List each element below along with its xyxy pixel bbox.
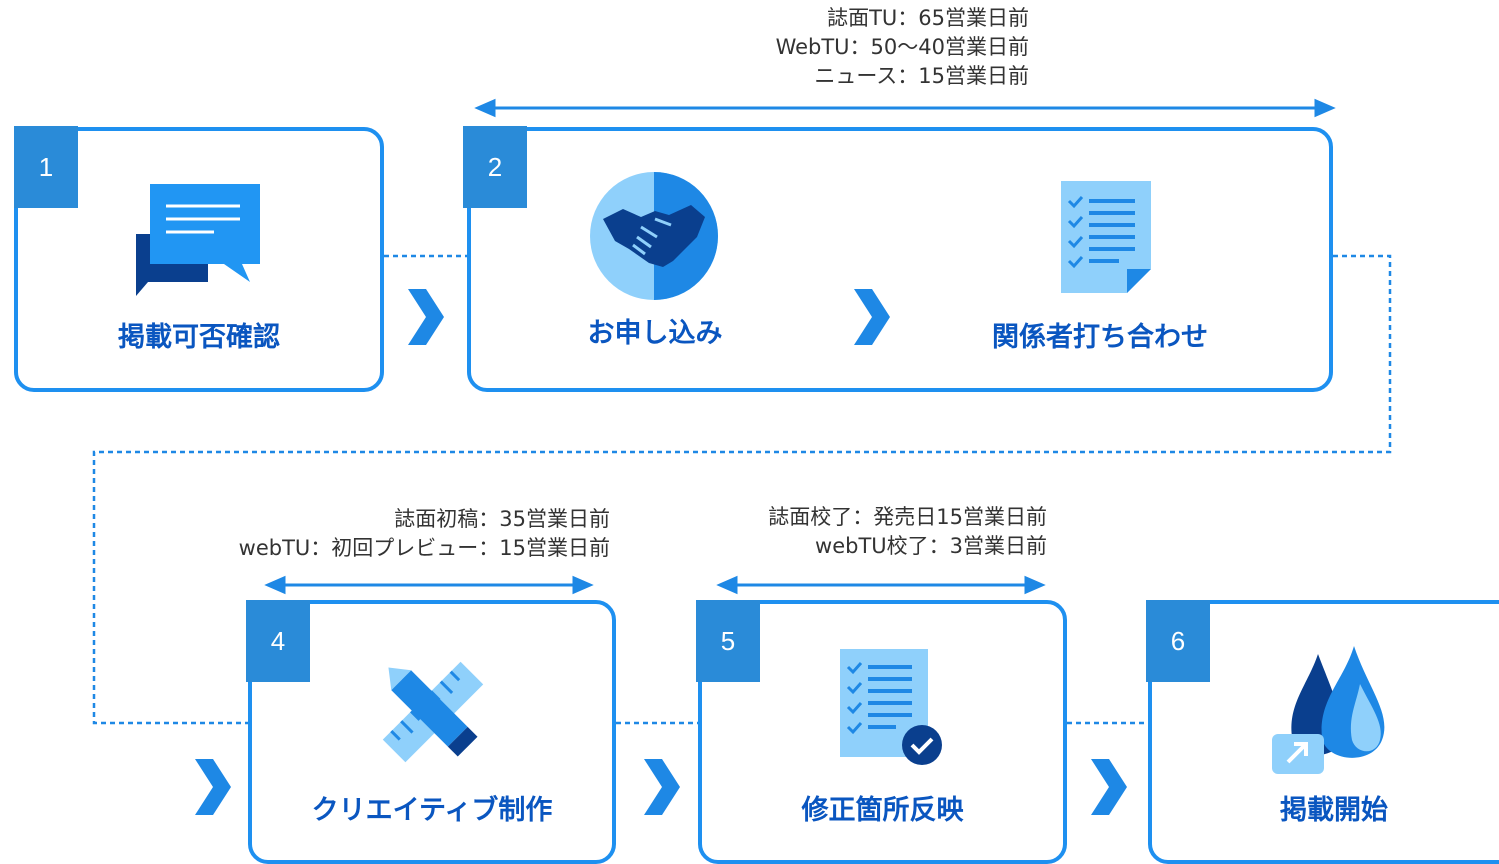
step2-number-badge: 2 xyxy=(463,126,527,208)
step5-timing-note: 誌面校了：発売日15営業日前 webTU校了：3営業日前 xyxy=(768,505,1047,558)
step4-timing-note: 誌面初稿：35営業日前 webTU：初回プレビュー：15営業日前 xyxy=(238,507,610,560)
step2-timing-note: 誌面TU：65営業日前 WebTU：50〜40営業日前 ニュース：15営業日前 xyxy=(775,6,1029,88)
chevron-right-icon xyxy=(1091,759,1127,815)
checklist-document-icon xyxy=(1061,181,1151,293)
step4-number-badge: 4 xyxy=(246,600,310,682)
handshake-icon xyxy=(590,172,718,300)
step2-label-apply: お申し込み xyxy=(587,318,723,349)
chevron-right-icon xyxy=(408,289,444,345)
step4-label: クリエイティブ制作 xyxy=(311,795,553,826)
step1-number-badge: 1 xyxy=(14,126,78,208)
chevron-right-icon xyxy=(195,759,231,815)
step5-label: 修正箇所反映 xyxy=(801,795,964,826)
step6-label: 掲載開始 xyxy=(1280,795,1388,826)
timing-arrows xyxy=(264,98,1336,595)
checklist-approved-icon xyxy=(840,649,942,765)
chevron-right-icon xyxy=(854,289,890,345)
flame-launch-icon xyxy=(1272,646,1385,774)
chat-bubbles-icon xyxy=(136,184,260,296)
step6-number-badge: 6 xyxy=(1146,600,1210,682)
step5-number-badge: 5 xyxy=(696,600,760,682)
chevron-right-icon xyxy=(644,759,680,815)
pencil-ruler-icon xyxy=(382,661,484,763)
step2-label-meeting: 関係者打ち合わせ xyxy=(992,322,1208,353)
step1-label: 掲載可否確認 xyxy=(118,322,280,353)
